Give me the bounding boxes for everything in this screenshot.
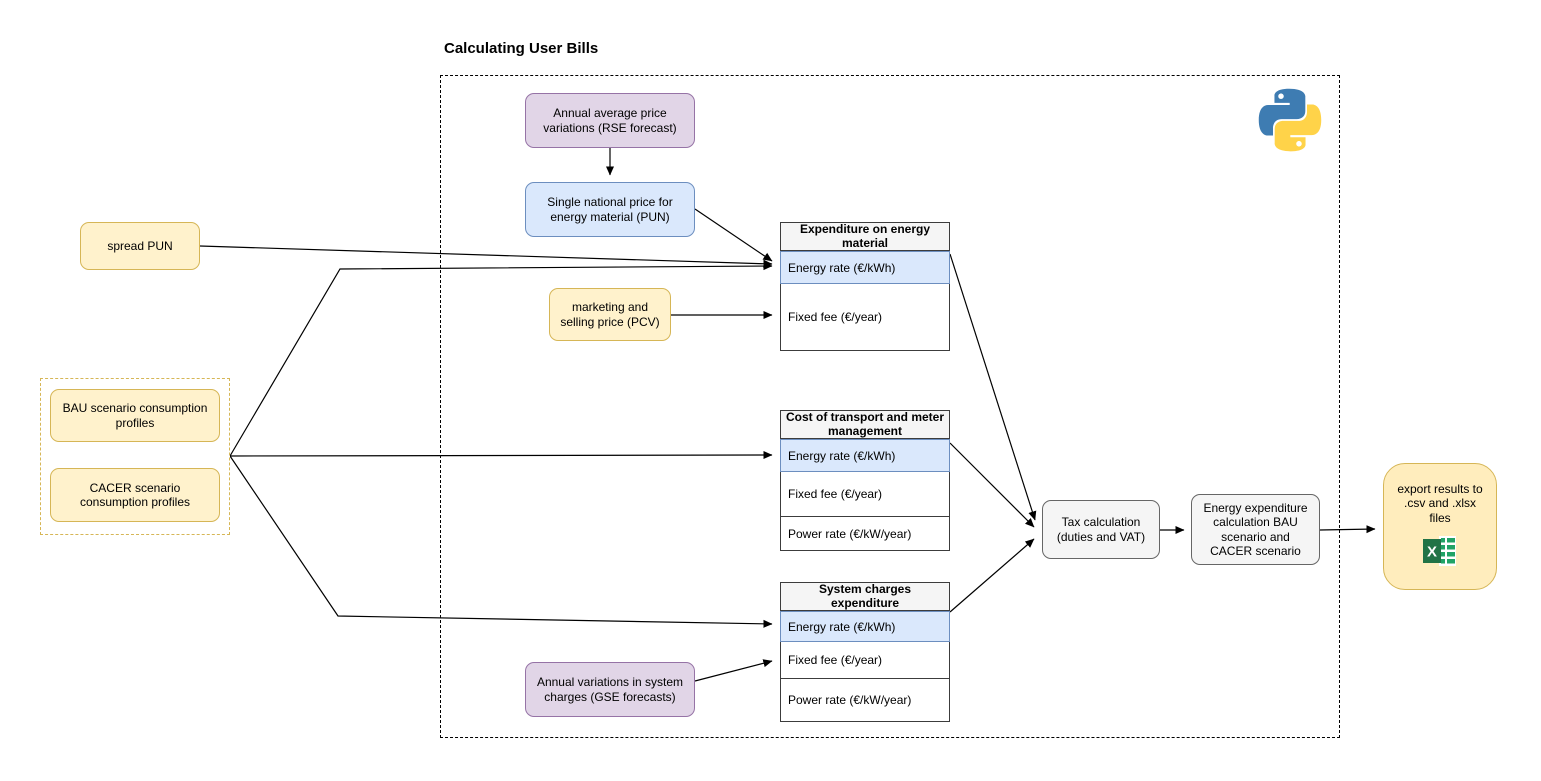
- table-row-fixed-fee: Fixed fee (€/year): [788, 487, 883, 501]
- node-gse-forecasts: Annual variations in system charges (GSE…: [525, 662, 695, 717]
- table-row-energy-rate: Energy rate (€/kWh): [780, 439, 950, 472]
- excel-icon: X: [1421, 534, 1459, 571]
- table-system-charges: System charges expenditure Energy rate (…: [780, 582, 950, 722]
- table-transport-meter-management: Cost of transport and meter management E…: [780, 410, 950, 551]
- node-energy-expenditure: Energy expenditure calculation BAU scena…: [1191, 494, 1320, 565]
- node-gse-forecasts-label: Annual variations in system charges (GSE…: [536, 675, 684, 704]
- node-rse-forecast: Annual average price variations (RSE for…: [525, 93, 695, 148]
- node-cacer-profiles: CACER scenario consumption profiles: [50, 468, 220, 522]
- calculating-user-bills-container: [440, 75, 1340, 738]
- table-row-fixed-fee: Fixed fee (€/year): [788, 653, 883, 667]
- table-row-power-rate: Power rate (€/kW/year): [781, 678, 949, 721]
- table-header: Cost of transport and meter management: [781, 410, 949, 439]
- node-rse-forecast-label: Annual average price variations (RSE for…: [543, 106, 677, 135]
- node-export-results: export results to .csv and .xlsx files X: [1383, 463, 1497, 590]
- edge-spread-pun-to-energy-rate-1: [199, 245, 773, 268]
- edge-profiles-to-energy-rate-2: [229, 450, 773, 460]
- node-spread-pun-label: spread PUN: [107, 238, 173, 253]
- node-energy-expenditure-label: Energy expenditure calculation BAU scena…: [1203, 500, 1308, 558]
- edge-table1-to-tax: [949, 253, 1037, 521]
- node-pcv-label: marketing and selling price (PCV): [560, 300, 660, 329]
- table-header: System charges expenditure: [781, 582, 949, 611]
- node-bau-profiles: BAU scenario consumption profiles: [50, 389, 220, 442]
- edge-gse-to-fixed-fee-3: [694, 659, 773, 682]
- table-row-fixed-fee: Fixed fee (€/year): [788, 310, 883, 324]
- edge-energy-expenditure-to-export: [1319, 525, 1376, 534]
- table-row-energy-rate: Energy rate (€/kWh): [780, 611, 950, 642]
- node-bau-profiles-label: BAU scenario consumption profiles: [62, 401, 208, 430]
- table-row-energy-rate: Energy rate (€/kWh): [780, 251, 950, 284]
- edge-table3-to-tax: [949, 538, 1035, 613]
- node-spread-pun: spread PUN: [80, 222, 200, 270]
- node-export-results-label: export results to .csv and .xlsx files: [1397, 481, 1483, 525]
- edge-profiles-to-energy-rate-1: [229, 261, 773, 457]
- edge-profiles-to-energy-rate-3: [229, 455, 773, 628]
- node-pcv: marketing and selling price (PCV): [549, 288, 671, 341]
- node-tax-calculation: Tax calculation (duties and VAT): [1042, 500, 1160, 559]
- edge-pun-to-energy-rate-1: [694, 208, 773, 262]
- table-row-power-rate: Power rate (€/kW/year): [781, 516, 949, 550]
- node-cacer-profiles-label: CACER scenario consumption profiles: [79, 480, 191, 509]
- node-tax-calculation-label: Tax calculation (duties and VAT): [1056, 515, 1146, 544]
- python-logo-icon: [1257, 88, 1323, 157]
- table-expenditure-energy-material: Expenditure on energy material Energy ra…: [780, 222, 950, 351]
- page-title: Calculating User Bills: [444, 40, 599, 57]
- edge-table2-to-tax: [949, 442, 1035, 528]
- table-header: Expenditure on energy material: [781, 222, 949, 251]
- node-pun: Single national price for energy materia…: [525, 182, 695, 237]
- node-pun-label: Single national price for energy materia…: [547, 195, 673, 224]
- svg-text:X: X: [1427, 543, 1437, 560]
